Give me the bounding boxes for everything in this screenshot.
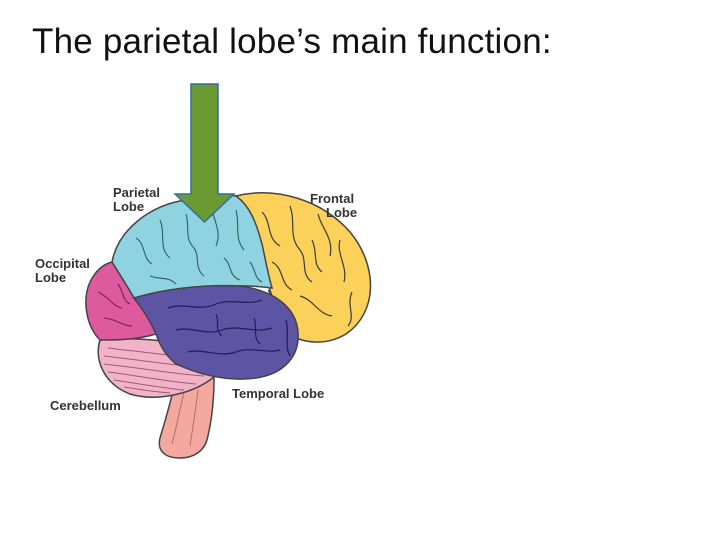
label-parietal: Parietal [113, 185, 160, 200]
label-occipital-2: Lobe [35, 270, 66, 285]
label-frontal: Frontal [310, 191, 354, 206]
label-cerebellum: Cerebellum [50, 398, 121, 413]
slide-title: The parietal lobe’s main function: [32, 22, 552, 61]
occipital-lobe [85, 261, 158, 341]
pointer-arrow [173, 83, 236, 224]
label-temporal: Temporal Lobe [232, 386, 324, 401]
temporal-lobe [132, 284, 299, 380]
label-occipital: Occipital [35, 256, 90, 271]
label-frontal-2: Lobe [326, 205, 357, 220]
label-parietal-2: Lobe [113, 199, 144, 214]
